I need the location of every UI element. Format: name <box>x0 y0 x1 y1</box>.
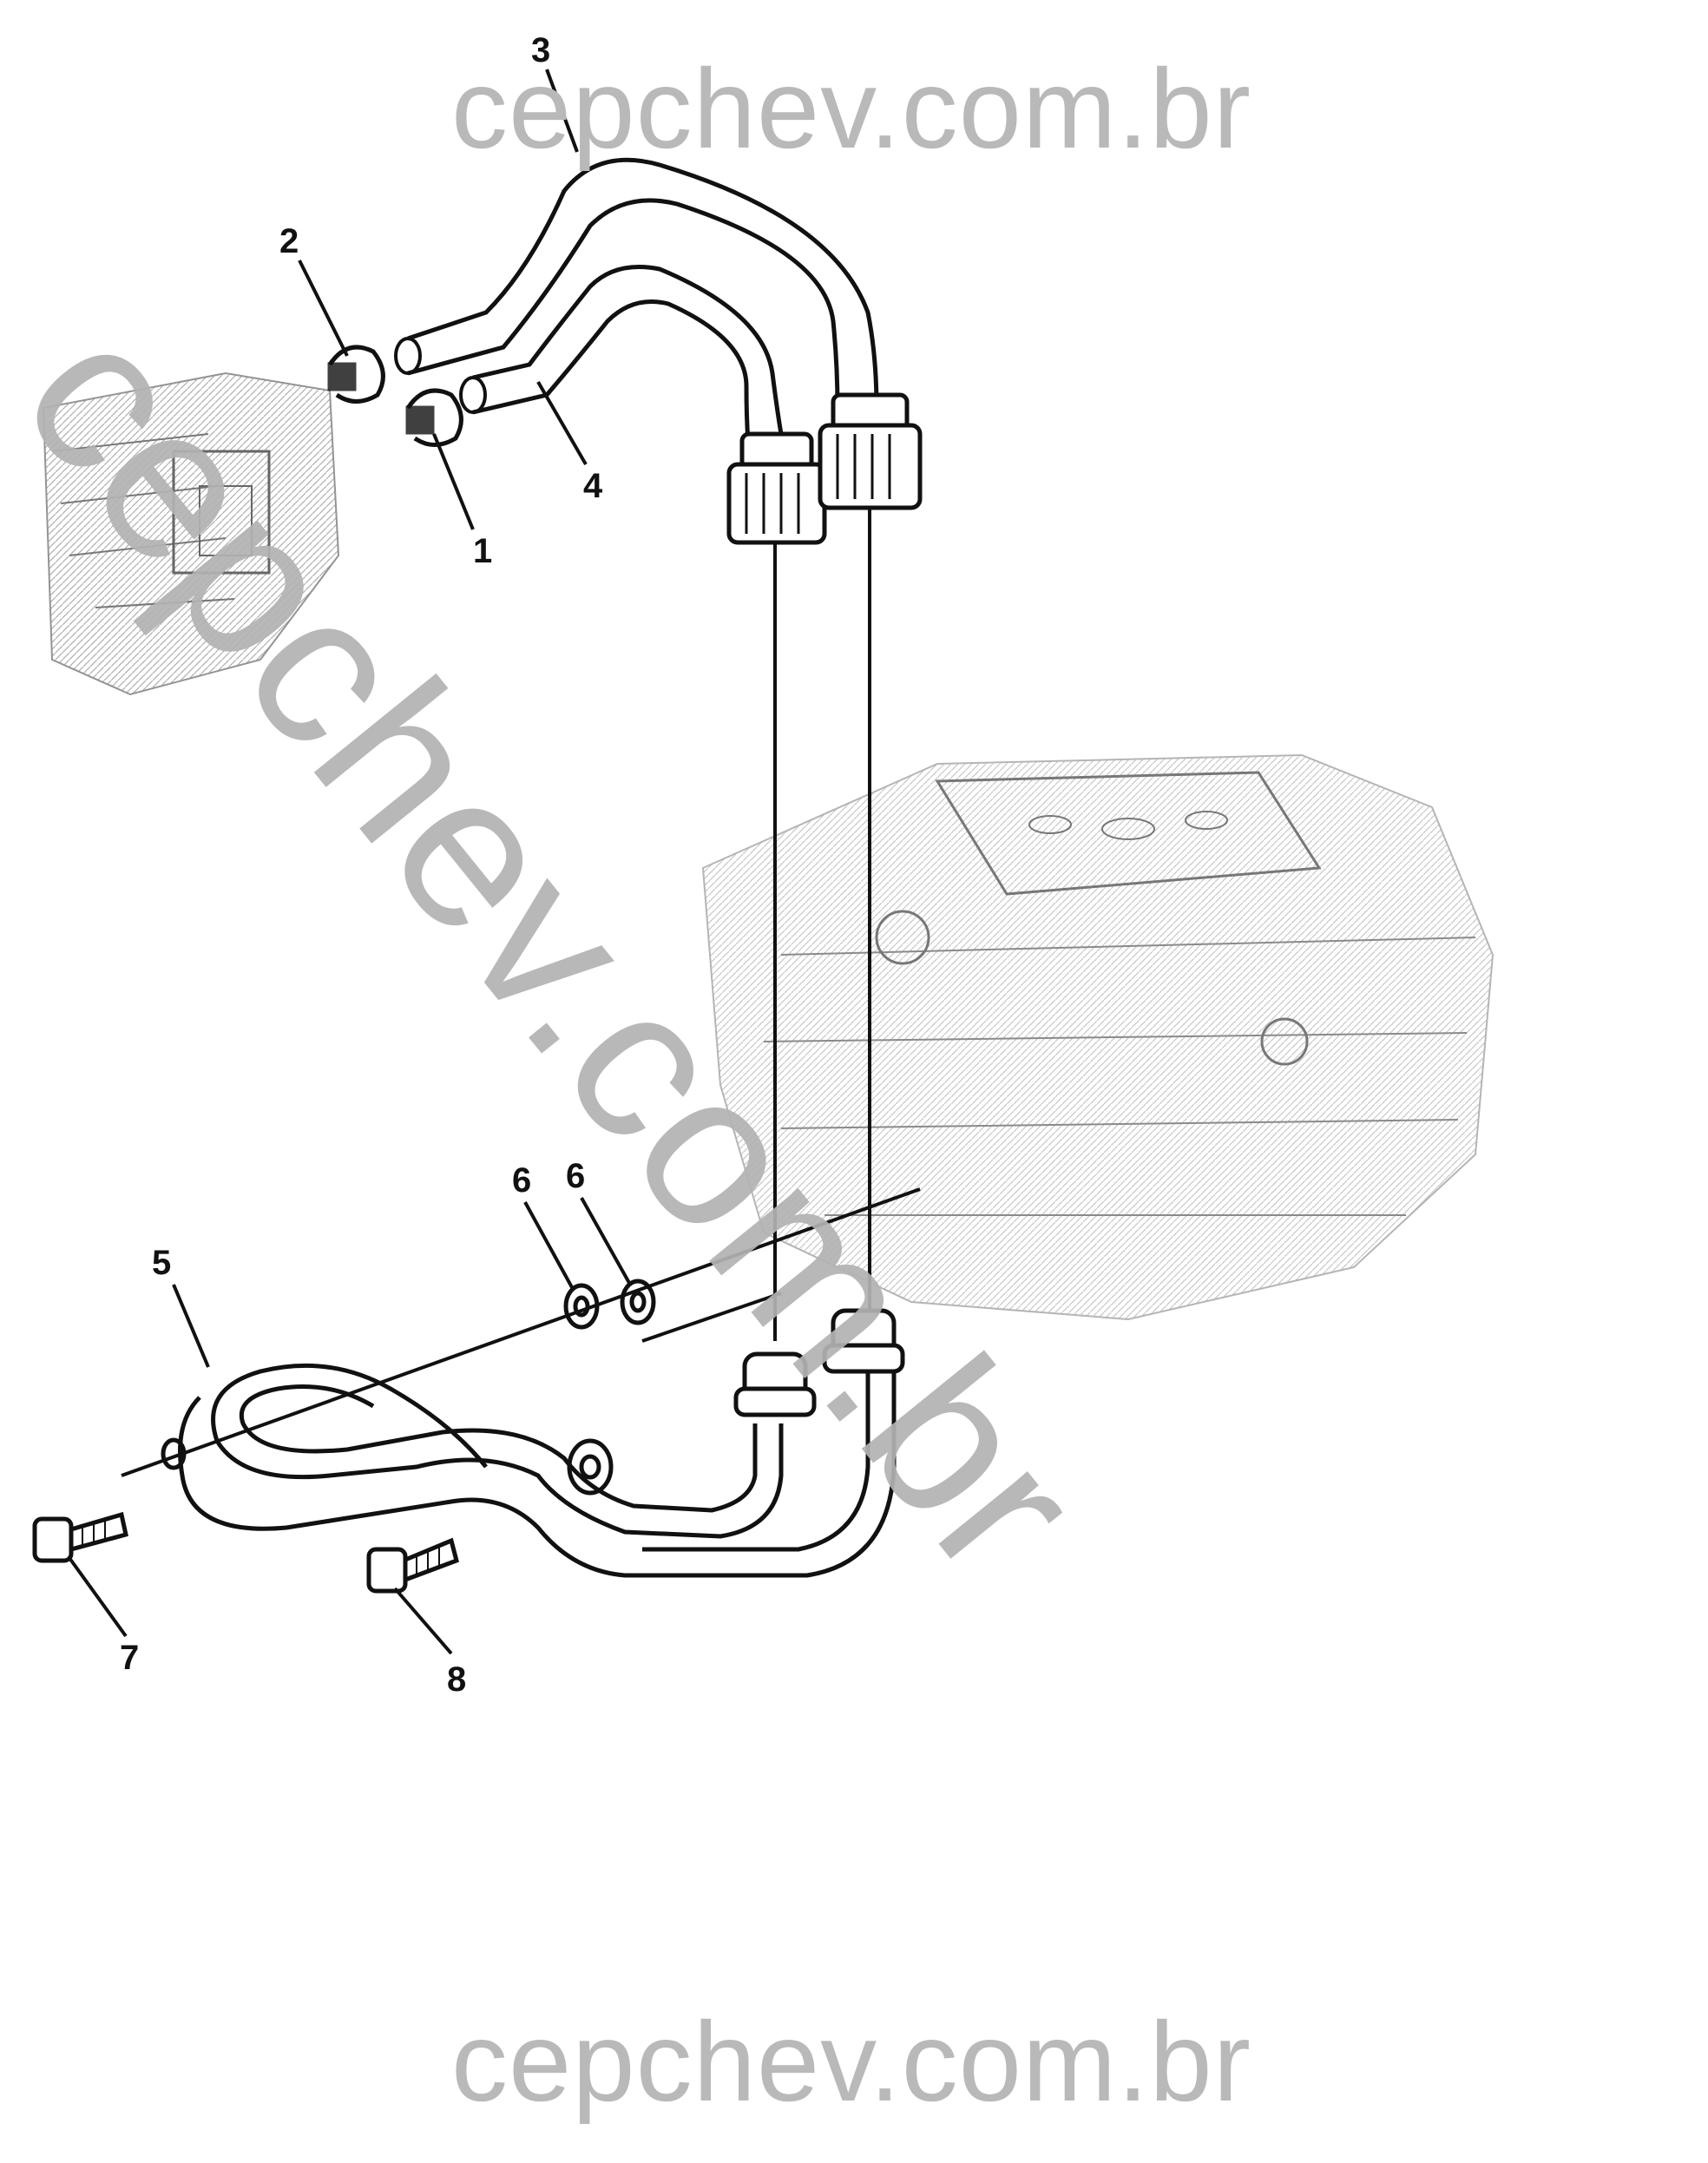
upper-hose-4 <box>459 265 784 444</box>
callout-7: 7 <box>120 1639 140 1677</box>
upper-hose-3 <box>394 157 879 409</box>
watermark-top: cepchev.com.br <box>451 45 1251 172</box>
leader-lines <box>68 69 631 1655</box>
bolt-7 <box>32 1511 128 1563</box>
o-ring-6-left <box>563 1283 600 1330</box>
lower-pipe-fitting-right <box>822 1308 905 1374</box>
lower-pipe-assembly-5 <box>161 1354 897 1578</box>
callout-4: 4 <box>583 467 603 505</box>
hose-clamp-1 <box>405 388 463 447</box>
callout-3: 3 <box>531 31 551 69</box>
o-ring-6-right <box>620 1279 656 1325</box>
quick-connect-fitting-right <box>818 392 923 510</box>
lower-pipe-fitting-left <box>733 1351 817 1417</box>
callout-1: 1 <box>473 532 493 570</box>
bolt-8 <box>366 1537 459 1594</box>
callout-2: 2 <box>279 222 299 260</box>
watermark-bottom: cepchev.com.br <box>451 1998 1251 2125</box>
alignment-lines <box>121 508 921 1477</box>
callout-5: 5 <box>152 1244 172 1282</box>
quick-connect-fitting-left <box>726 431 827 545</box>
heater-core-background <box>42 371 340 696</box>
callout-8: 8 <box>447 1660 467 1699</box>
hose-clamp-2 <box>327 345 385 404</box>
engine-background <box>701 753 1494 1321</box>
callout-6-left: 6 <box>512 1161 532 1200</box>
callout-6-right: 6 <box>566 1157 586 1195</box>
